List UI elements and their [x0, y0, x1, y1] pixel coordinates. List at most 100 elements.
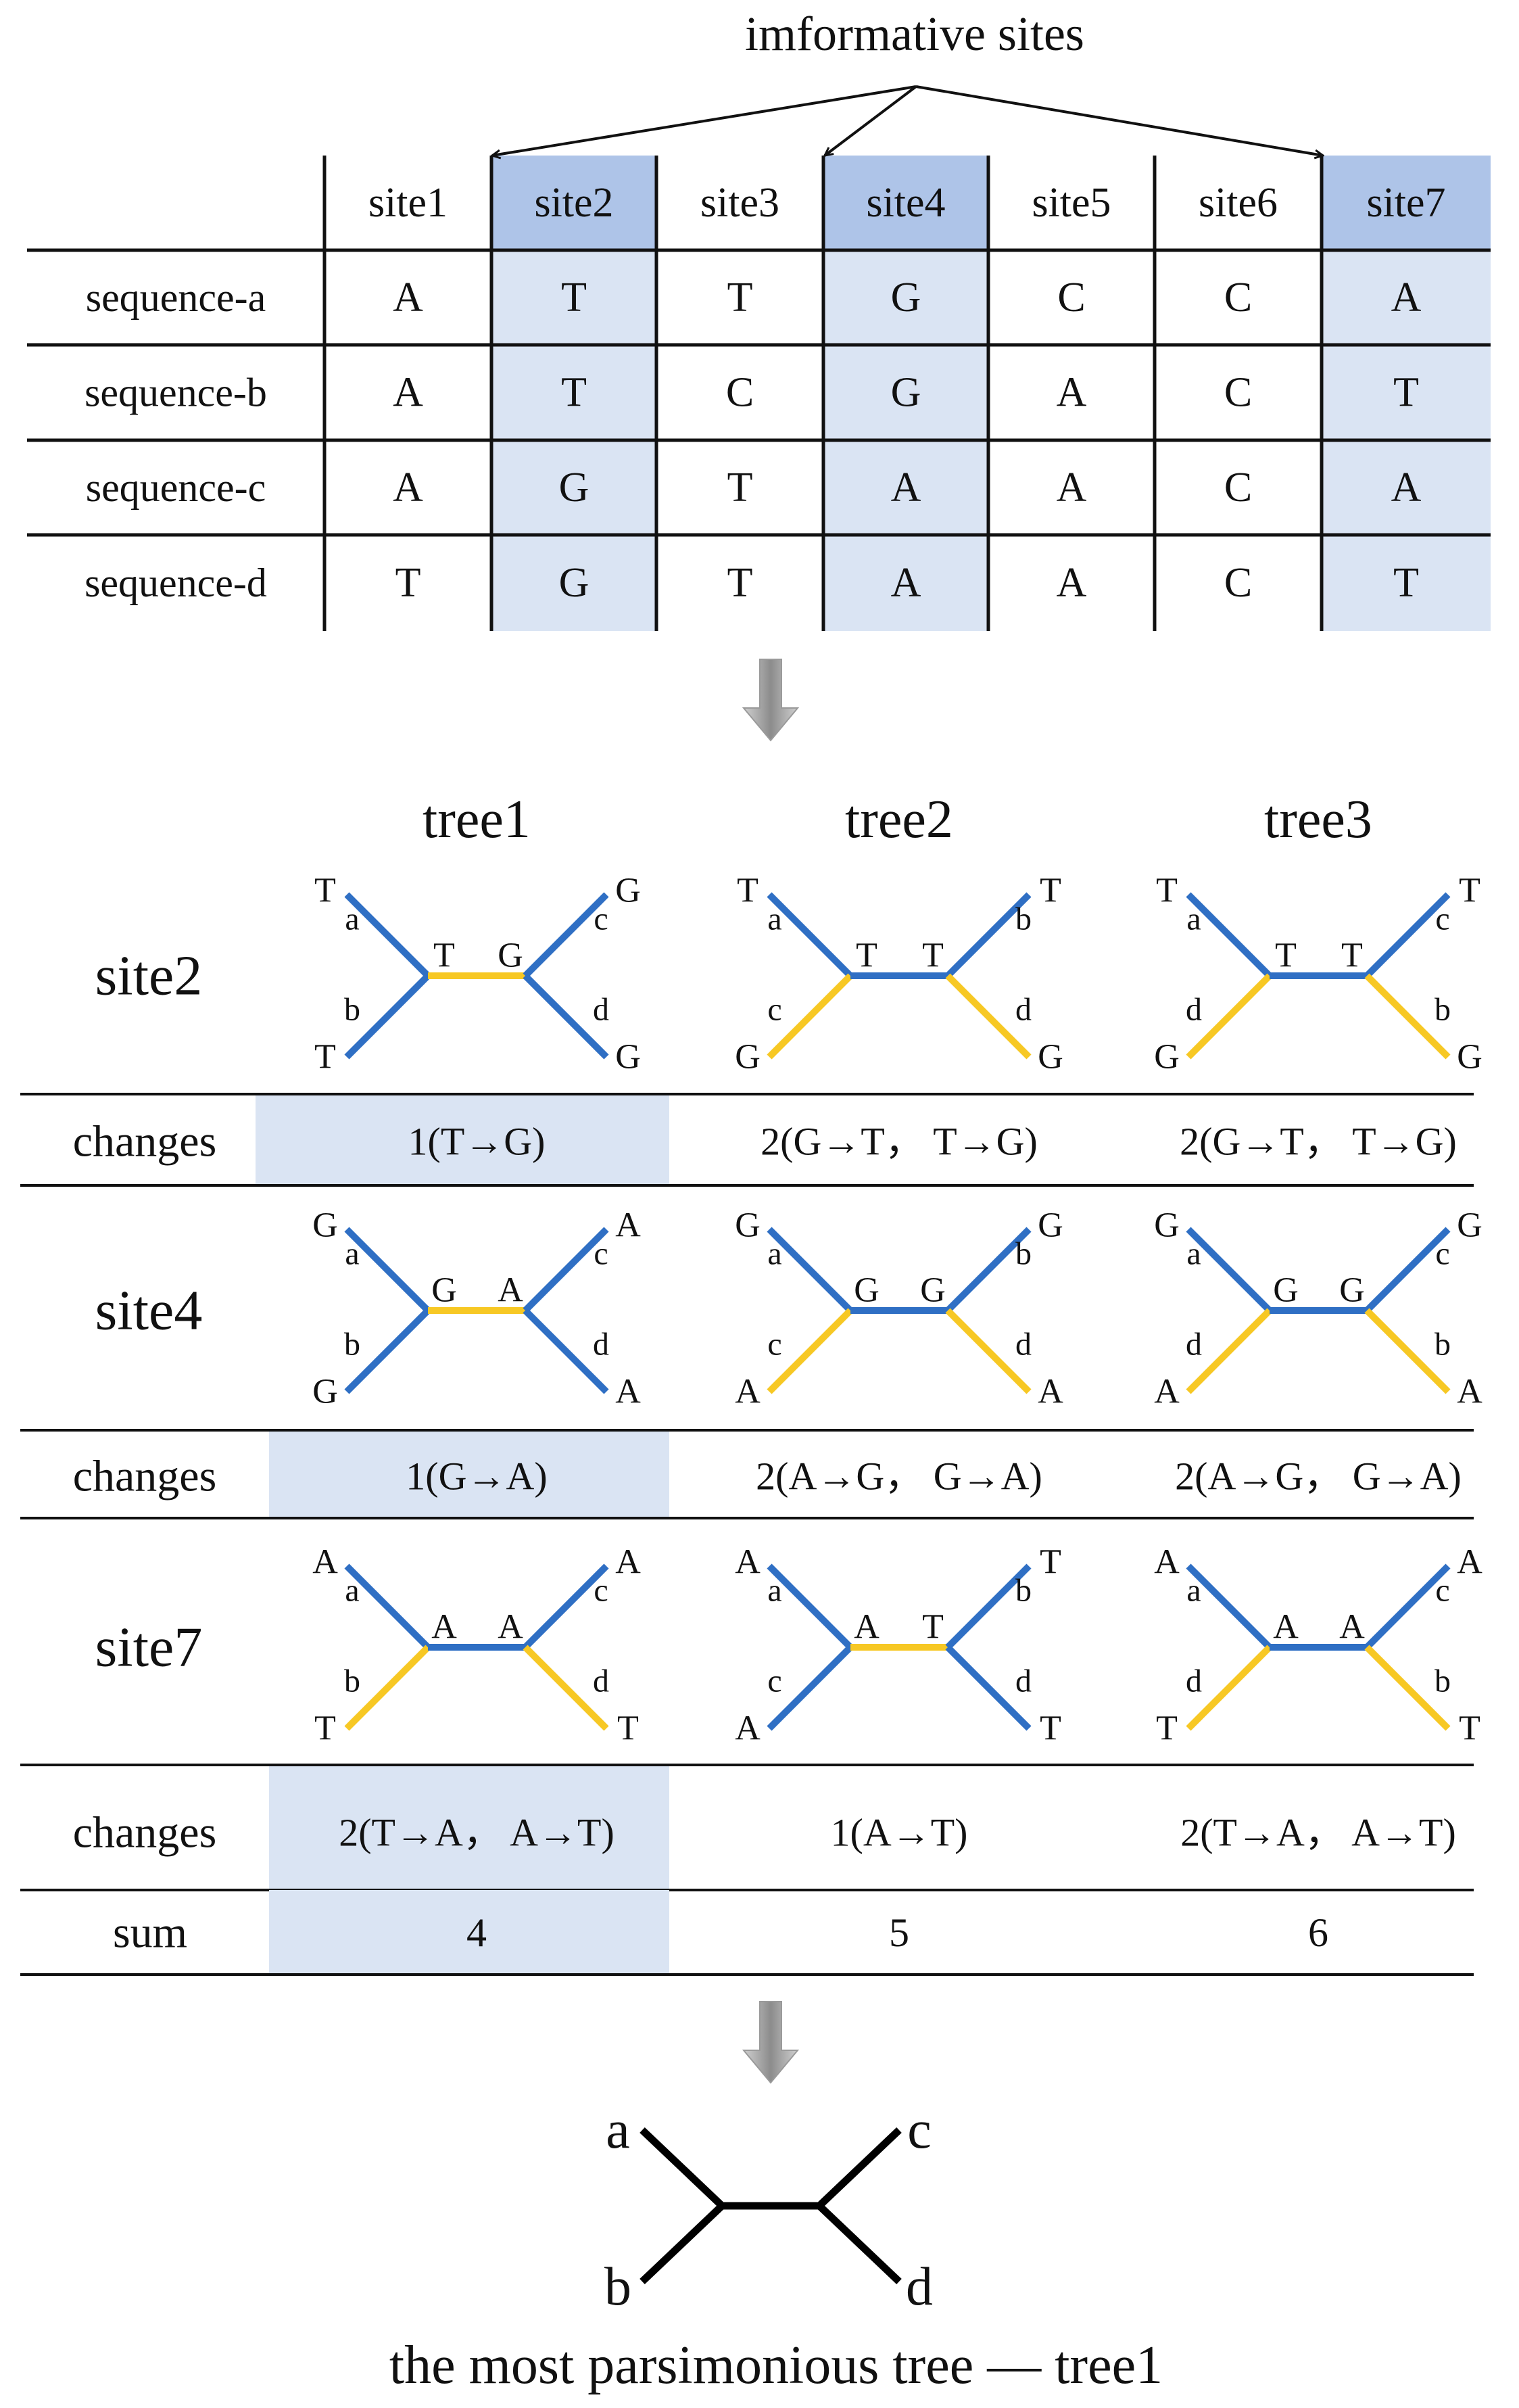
site2-tree3-leaf-upper-right: c [1435, 901, 1449, 937]
site7-tree2-leaf-lower-left: c [767, 1663, 781, 1699]
site7-tree2-inner-left: A [854, 1608, 879, 1647]
site4-tree2-leaf-lower-left: c [767, 1327, 781, 1363]
site4-tree1-state-lower-right: A [615, 1373, 641, 1411]
site7-tree2-leaf-upper-right: b [1015, 1573, 1032, 1609]
site4-tree2-inner-right: G [920, 1271, 946, 1310]
column-header-site5: site5 [1032, 180, 1111, 226]
sequence-cell: C [1224, 370, 1252, 416]
site2-tree3-branch-upper-right [1364, 892, 1451, 978]
site2-tree3-leaf-lower-left: d [1186, 992, 1202, 1028]
sum-value: 6 [1308, 1910, 1328, 1955]
site4-tree1-leaf-upper-left: a [345, 1236, 359, 1272]
site2-tree2-state-lower-right: G [1038, 1038, 1063, 1077]
sequence-cell: A [393, 370, 423, 416]
site2-tree3-leaf-upper-left: a [1186, 901, 1201, 937]
final-leaf-b: b [604, 2257, 631, 2317]
site7-tree1-state-lower-right: T [617, 1709, 639, 1748]
site7-tree2-branch-upper-left [767, 1563, 853, 1650]
site4-tree1-inner-left: G [431, 1271, 457, 1310]
sequence-cell: T [1393, 560, 1419, 606]
site4-tree3-state-lower-left: A [1154, 1373, 1180, 1411]
site7-tree2-branch-lower-right [945, 1645, 1032, 1731]
site4-tree1-state-lower-left: G [312, 1373, 338, 1411]
site2-tree1-leaf-lower-right: d [593, 992, 609, 1028]
changes-value: 1(G→A) [406, 1455, 547, 1498]
site7-tree1-branch-lower-left [344, 1645, 431, 1731]
changes-value: 2(G→T， T→G) [1180, 1120, 1457, 1164]
final-tree-branch-b [640, 2203, 725, 2284]
sequence-cell: G [559, 560, 589, 606]
best-tree-highlight [269, 1765, 669, 1890]
site-label-site7: site7 [95, 1616, 203, 1679]
final-tree-branch-d [817, 2203, 902, 2284]
site4-tree3-branch-upper-left [1186, 1227, 1272, 1313]
site7-tree1-branch-upper-left [344, 1563, 431, 1650]
final-leaf-a: a [606, 2100, 630, 2160]
tree-header-tree3: tree3 [1264, 790, 1372, 849]
site7-tree3-inner-left: A [1273, 1608, 1299, 1647]
site7-tree3-state-upper-right: A [1457, 1543, 1482, 1582]
sequence-cell: A [891, 560, 921, 606]
site4-tree1-inner-right: A [498, 1271, 523, 1310]
site7-tree1-leaf-lower-left: b [344, 1663, 360, 1699]
site2-tree3-state-lower-left: G [1154, 1038, 1180, 1077]
site4-tree2-branch-lower-left [767, 1308, 853, 1394]
site4-tree2-leaf-upper-left: a [767, 1236, 781, 1272]
site7-tree2-state-upper-right: T [1040, 1543, 1061, 1582]
site7-tree1-leaf-upper-right: c [594, 1573, 608, 1609]
site2-tree2-branch-lower-left [767, 973, 853, 1060]
site7-tree2-inner-right: T [922, 1608, 944, 1647]
site4-tree1-branch-upper-left [344, 1227, 431, 1313]
site4-tree3-leaf-lower-left: d [1186, 1327, 1202, 1363]
site4-tree3-leaf-lower-right: b [1434, 1327, 1451, 1363]
site2-tree2-inner-right: T [922, 937, 944, 975]
site2-tree1-branch-upper-left [344, 892, 431, 978]
sequence-cell: A [1391, 465, 1422, 511]
sequence-cell: T [1393, 370, 1419, 416]
sequence-cell: G [559, 465, 589, 511]
site4-tree3-state-upper-left: G [1154, 1206, 1180, 1245]
site7-tree1-branch-lower-right [523, 1645, 609, 1731]
best-tree-highlight [269, 1430, 669, 1518]
changes-value: 2(G→T， T→G) [761, 1120, 1038, 1164]
site7-tree3-branch-upper-left [1186, 1563, 1272, 1650]
site2-tree1-leaf-upper-right: c [594, 901, 608, 937]
site2-tree3-branch-lower-right [1364, 973, 1451, 1060]
column-header-site7: site7 [1366, 180, 1445, 226]
site4-tree2-leaf-lower-right: d [1015, 1327, 1032, 1363]
site2-tree3-branch-lower-left [1186, 973, 1272, 1060]
site-label-site4: site4 [95, 1279, 203, 1342]
site-label-site2: site2 [95, 945, 203, 1008]
site4-tree3-branch-lower-left [1186, 1308, 1272, 1394]
site7-tree3-state-lower-left: T [1156, 1709, 1178, 1748]
tree-header-tree1: tree1 [423, 790, 531, 849]
sequence-cell: A [1391, 275, 1422, 321]
site4-tree1-leaf-upper-right: c [594, 1236, 608, 1272]
sequence-cell: G [891, 370, 921, 416]
highlight-header-site7 [1322, 156, 1491, 250]
tree-header-tree2: tree2 [845, 790, 953, 849]
changes-value: 2(T→A， A→T) [1180, 1811, 1456, 1855]
site4-tree2-branch-upper-right [945, 1227, 1032, 1313]
sequence-name: sequence-d [85, 561, 267, 605]
site2-tree2-leaf-upper-right: b [1015, 901, 1032, 937]
site7-tree1-state-upper-right: A [615, 1543, 641, 1582]
sequence-cell: T [561, 275, 587, 321]
final-caption: the most parsimonious tree — tree1 [389, 2336, 1163, 2395]
site2-tree2-state-lower-left: G [735, 1038, 761, 1077]
site4-tree2-inner-left: G [854, 1271, 879, 1310]
site2-tree1-inner-right: G [498, 937, 523, 975]
changes-value: 2(T→A， A→T) [339, 1811, 614, 1855]
site4-tree1-leaf-lower-left: b [344, 1327, 360, 1363]
sequence-cell: A [1057, 370, 1087, 416]
site7-tree3-branch-lower-right [1364, 1645, 1451, 1731]
sequence-cell: C [1057, 275, 1085, 321]
informative-sites-title: imformative sites [745, 7, 1084, 61]
final-leaf-c: c [907, 2100, 932, 2160]
down-arrow-2-shape [742, 2001, 800, 2084]
site4-tree2-state-lower-left: A [735, 1373, 761, 1411]
highlight-header-site4 [823, 156, 988, 250]
site2-tree2-inner-left: T [856, 937, 877, 975]
site4-tree1-branch-lower-left [344, 1308, 431, 1394]
sum-value: 4 [466, 1910, 487, 1955]
